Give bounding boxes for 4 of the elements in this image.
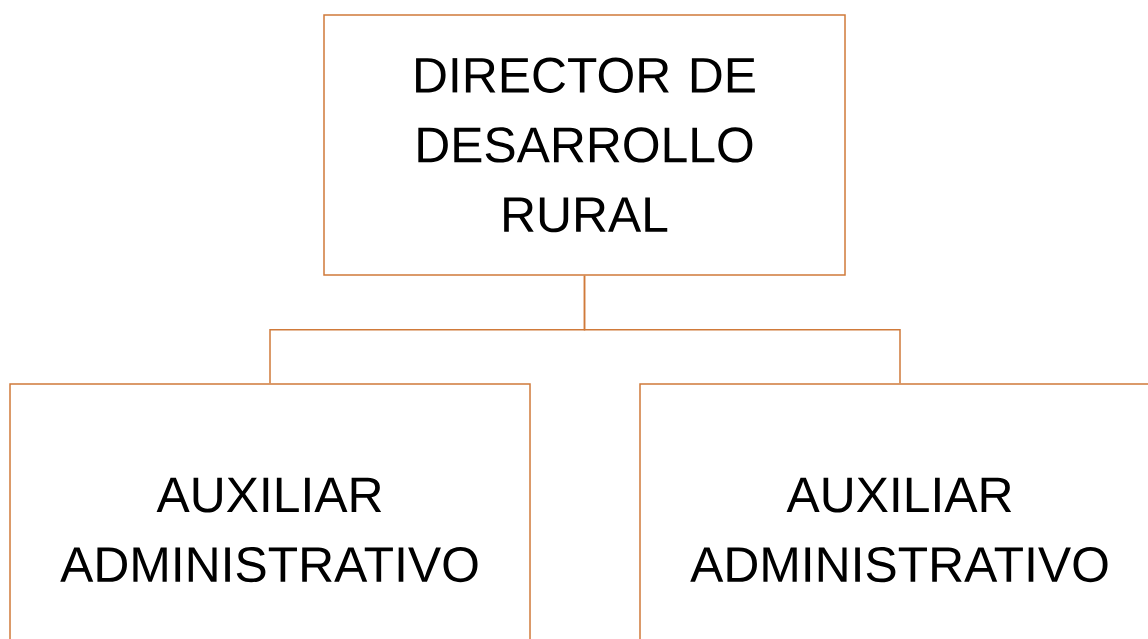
org-box: AUXILIAR ADMINISTRATIVO bbox=[9, 383, 531, 639]
org-box: DIRECTOR DE DESARROLLO RURAL bbox=[323, 14, 846, 276]
org-box: AUXILIAR ADMINISTRATIVO bbox=[639, 383, 1148, 639]
connector-line bbox=[583, 275, 901, 384]
